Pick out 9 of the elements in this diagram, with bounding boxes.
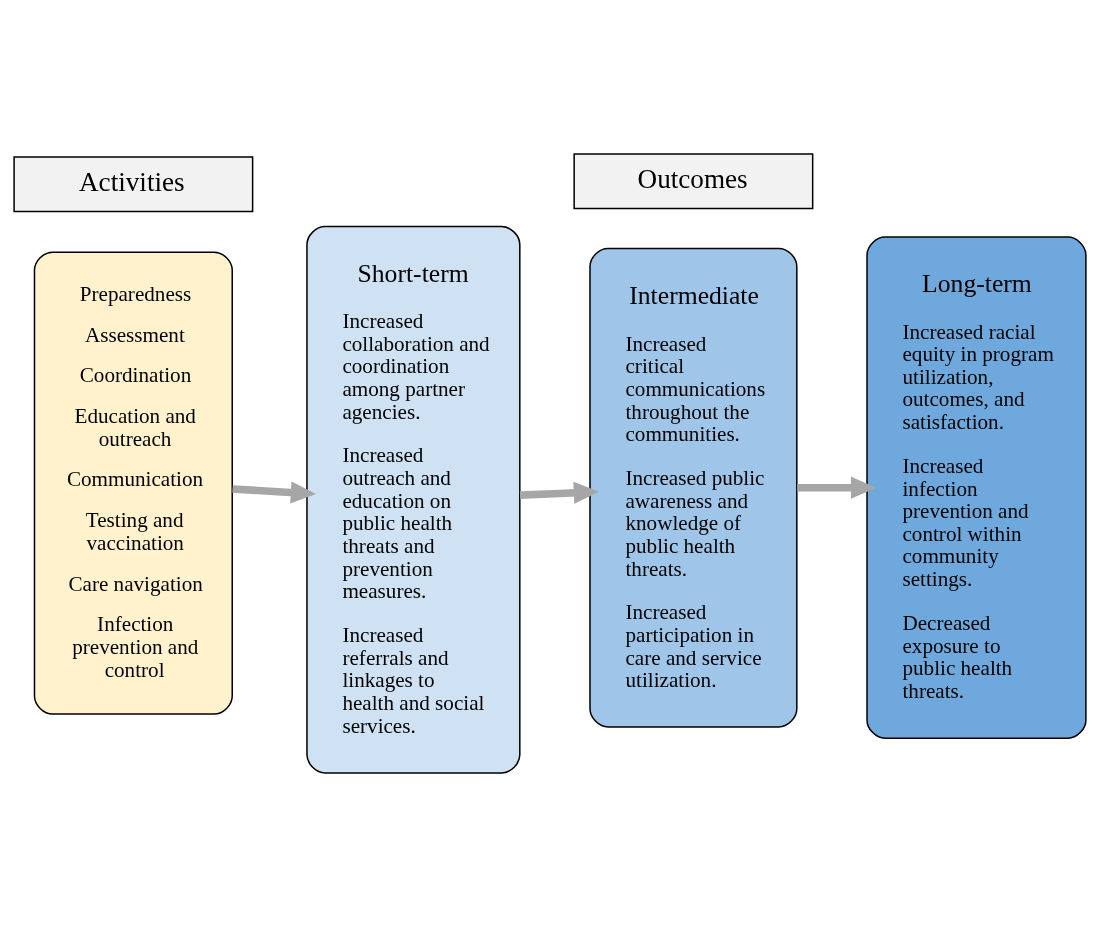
arrow (519, 481, 599, 504)
node-box: Outcomes (573, 153, 814, 210)
node-box: Activities (13, 156, 254, 213)
arrow (797, 476, 877, 499)
node-box: Preparedness Assessment Coordination Education and outreach Communication Testing and vaccination Care navigation Infection prevention and control (33, 251, 233, 715)
node-box: Long-term Increased racial equity in program utilization, outcomes, and satisfaction. Increased infection prevention and control within community settings. Decreased exposure to public health threats. (866, 236, 1087, 739)
node-box: Intermediate Increased critical communications throughout the communities. Increased public awareness and knowledge of public health threats. Increased participation in care and service utilization. (589, 247, 798, 728)
node-box: Short-term Increased collaboration and coordination among partner agencies. Increased outreach and education on public health threats and prevention measures. Increased referrals and linkages to health and social services. (306, 225, 521, 774)
arrow (232, 481, 317, 504)
